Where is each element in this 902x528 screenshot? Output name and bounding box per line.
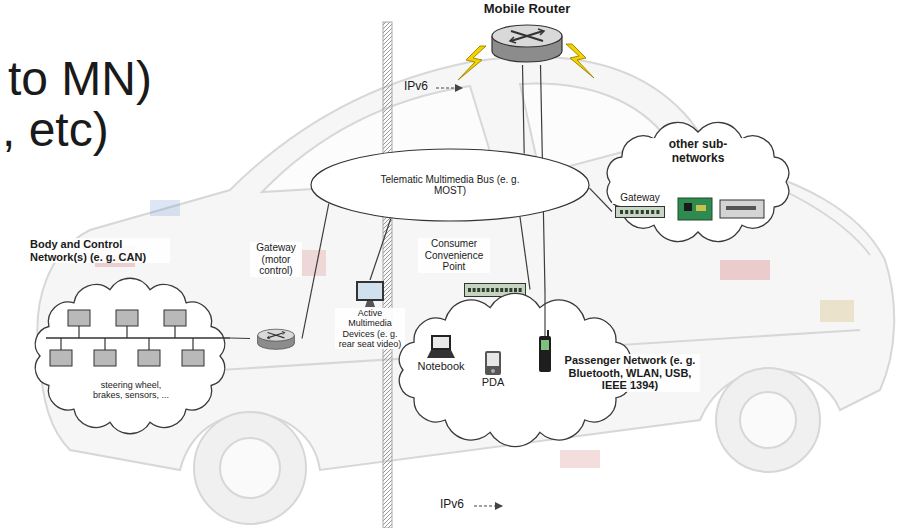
network-cloud: Body and Control Network(s) (e. g. CAN) s…	[28, 238, 230, 433]
device-node: Notebook	[413, 334, 469, 373]
node-label: Gateway	[612, 192, 668, 204]
link-line	[370, 219, 391, 281]
network-title: other sub-networks	[648, 138, 748, 166]
protocol-label: IPv6	[404, 80, 428, 92]
network-title: Body and Control Network(s) (e. g. CAN)	[30, 238, 170, 263]
link-line	[520, 217, 530, 290]
protocol-label: IPv6	[440, 498, 464, 510]
node-label: Gateway (motor control)	[250, 242, 302, 277]
router-symbol	[256, 327, 296, 351]
network-note: steering wheel, brakes, sensors, ...	[86, 380, 176, 401]
icon-holder	[256, 327, 296, 351]
network-cloud: Passenger Network (e. g. Bluetooth, WLAN…	[395, 292, 707, 442]
icon-holder	[426, 334, 456, 360]
icon-holder	[615, 206, 665, 218]
device-node: PDA	[473, 350, 513, 389]
link-line	[523, 65, 525, 154]
device-node: Active Multimedia Devices (e. g. rear se…	[335, 280, 405, 349]
gateway-node: Gateway (motor control)	[250, 242, 302, 351]
icon-holder	[484, 350, 502, 376]
router-node: Mobile Router	[482, 2, 572, 65]
router-symbol	[489, 21, 565, 65]
cloud-outline	[28, 238, 230, 433]
link-line	[230, 337, 250, 339]
notebook-symbol	[426, 334, 456, 360]
bus-ellipse: Telematic Multimedia Bus (e. g. MOST)	[310, 148, 590, 222]
gateway-symbol	[615, 206, 665, 218]
node-label: Notebook	[413, 360, 469, 373]
hub-node: Consumer Convenience Point	[418, 238, 530, 297]
slide-text: , etc)	[2, 106, 109, 154]
node-label: PDA	[473, 376, 513, 389]
slide-text: to MN)	[8, 55, 152, 103]
pda-symbol	[484, 350, 502, 376]
node-label: Active Multimedia Devices (e. g. rear se…	[335, 308, 405, 349]
bus-label: Telematic Multimedia Bus (e. g. MOST)	[380, 174, 520, 197]
network-cloud: other sub-networksGateway	[598, 112, 798, 247]
icon-holder	[489, 21, 565, 65]
link-line	[302, 204, 329, 339]
icon-holder	[355, 280, 385, 308]
cloud-outline	[598, 112, 798, 247]
monitor-symbol	[355, 280, 385, 308]
node-label: Consumer Convenience Point	[418, 238, 490, 273]
gateway-node: Gateway	[612, 192, 668, 218]
node-label: Mobile Router	[482, 2, 572, 17]
network-title: Passenger Network (e. g. Bluetooth, WLAN…	[560, 354, 700, 392]
